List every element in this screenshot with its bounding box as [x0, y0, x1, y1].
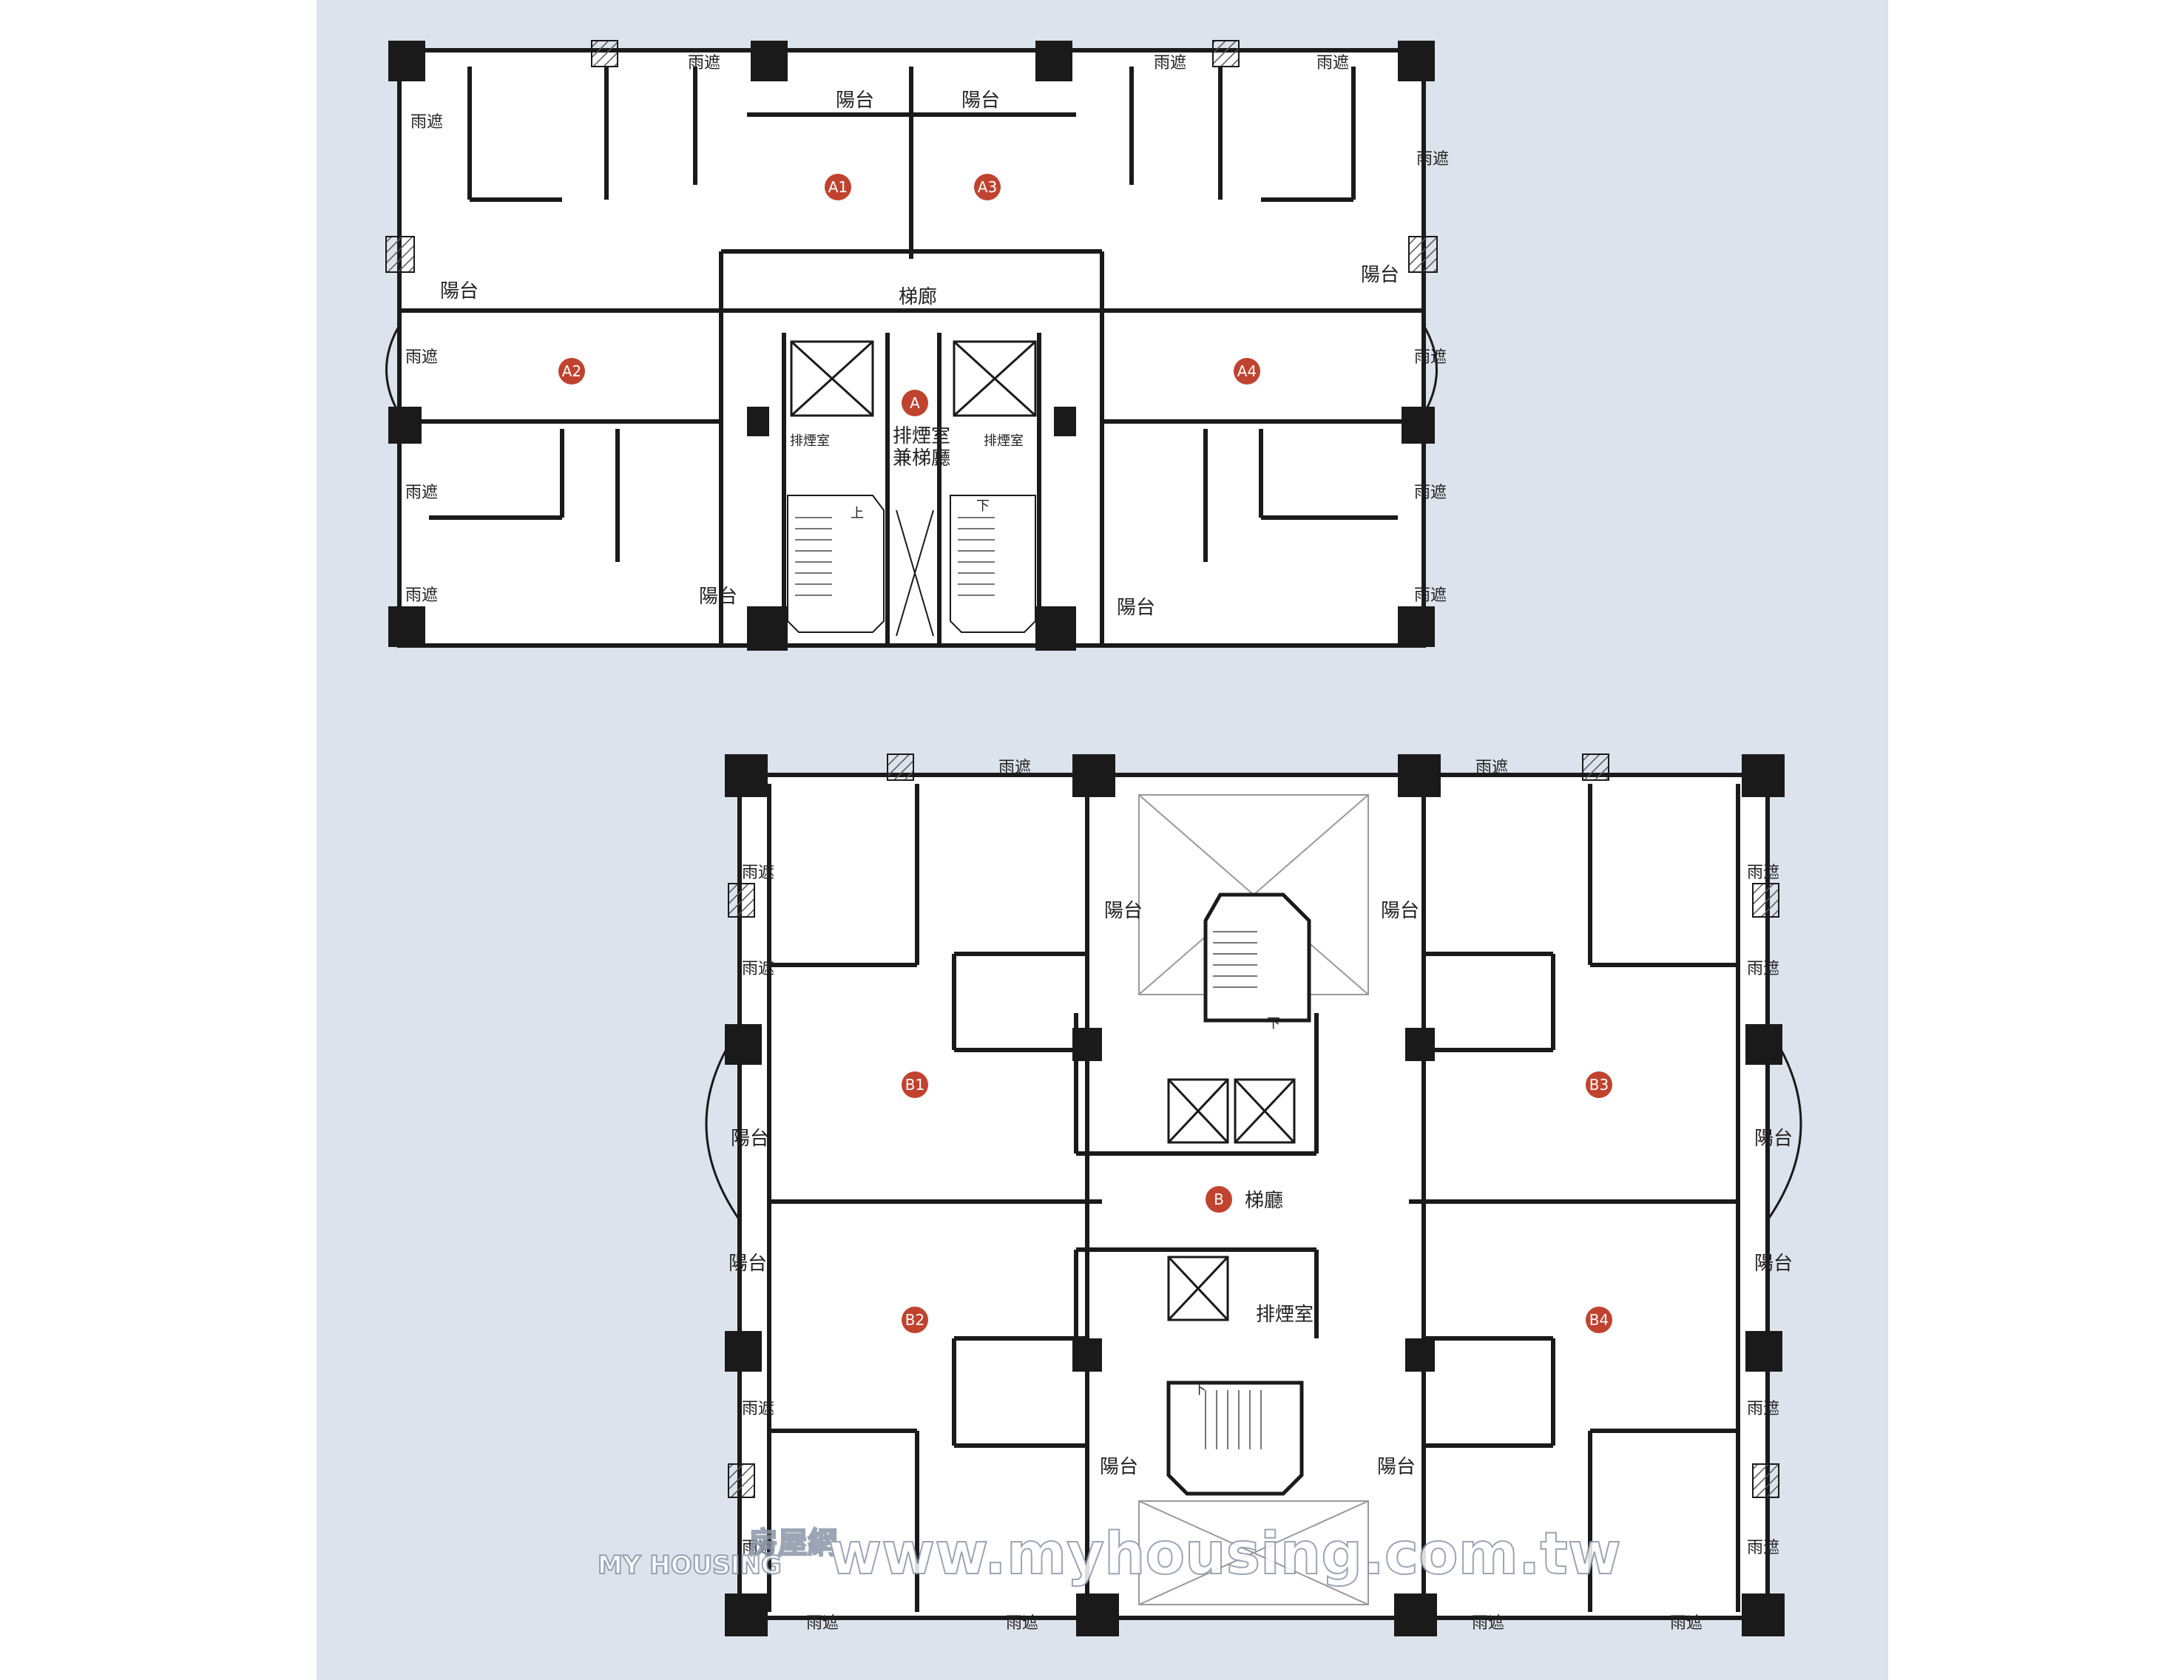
label-balcony: 陽台	[1377, 1456, 1416, 1478]
label-balcony: 陽台	[699, 586, 737, 608]
label-rain-shelter: 雨遮	[1006, 1614, 1038, 1633]
label-balcony: 陽台	[1117, 597, 1155, 619]
core-badge-a: A	[902, 390, 928, 416]
watermark-brand: MY HOUSING	[598, 1551, 782, 1580]
label-rain-shelter: 雨遮	[405, 586, 438, 605]
label-rain-shelter: 雨遮	[742, 1539, 774, 1557]
unit-badges: A1 A3 A2 A4 A B1	[558, 174, 1612, 1333]
svg-text:A: A	[910, 394, 920, 412]
label-rain-shelter: 雨遮	[1747, 960, 1779, 978]
label-rain-shelter: 雨遮	[998, 759, 1031, 777]
label-balcony: 陽台	[731, 1128, 769, 1150]
core-badge-b: B	[1206, 1186, 1232, 1213]
unit-badge-a3: A3	[974, 174, 1001, 200]
label-rain-shelter: 雨遮	[688, 54, 720, 72]
label-rain-shelter: 雨遮	[1316, 54, 1349, 72]
unit-badge-b2: B2	[902, 1307, 928, 1333]
label-lobby: 梯廳	[1245, 1190, 1283, 1212]
label-stair-down: 下	[1193, 1382, 1206, 1398]
watermark-url: www.myhousing.com.tw	[828, 1521, 1621, 1588]
svg-text:B: B	[1214, 1190, 1224, 1208]
label-balcony: 陽台	[1361, 264, 1399, 286]
svg-text:B2: B2	[905, 1311, 924, 1329]
label-stair-down: 下	[976, 498, 990, 514]
unit-badge-b4: B4	[1586, 1307, 1612, 1333]
svg-text:B4: B4	[1589, 1311, 1609, 1329]
labels-building-a: 雨遮 雨遮 雨遮 雨遮 雨遮 雨遮 雨遮 雨遮 雨遮 雨遮 雨遮 陽台 陽台 陽…	[405, 54, 1449, 619]
svg-text:A2: A2	[562, 362, 581, 380]
label-rain-shelter: 雨遮	[806, 1614, 839, 1633]
label-smoke-lobby: 兼梯廳	[893, 447, 950, 470]
label-balcony: 陽台	[440, 280, 479, 302]
label-balcony: 陽台	[1104, 900, 1143, 922]
svg-text:A3: A3	[978, 178, 997, 196]
label-smoke-lobby: 排煙室	[893, 425, 950, 447]
label-balcony: 陽台	[728, 1253, 767, 1275]
label-balcony: 陽台	[1754, 1128, 1793, 1150]
unit-badge-b1: B1	[902, 1071, 928, 1098]
svg-text:B3: B3	[1589, 1076, 1609, 1094]
watermark-site-name: 房屋網	[748, 1526, 837, 1560]
label-corridor: 梯廊	[899, 286, 937, 308]
label-balcony: 陽台	[1100, 1456, 1138, 1478]
label-rain-shelter: 雨遮	[1414, 348, 1447, 367]
label-stair-up: 上	[851, 506, 864, 521]
label-smoke-room: 排煙室	[790, 433, 830, 449]
label-rain-shelter: 雨遮	[1414, 484, 1447, 502]
label-rain-shelter: 雨遮	[742, 864, 774, 882]
label-smoke-room: 排煙室	[984, 433, 1024, 449]
watermark: 房屋網 MY HOUSING www.myhousing.com.tw	[597, 1520, 1622, 1588]
unit-badge-a1: A1	[825, 174, 851, 200]
label-rain-shelter: 雨遮	[405, 348, 438, 367]
label-rain-shelter: 雨遮	[410, 113, 443, 132]
unit-badge-a4: A4	[1234, 358, 1260, 385]
label-balcony: 陽台	[1381, 900, 1419, 922]
label-rain-shelter: 雨遮	[1475, 759, 1508, 777]
labels-building-b: 雨遮 雨遮 雨遮 雨遮 雨遮 雨遮 雨遮 雨遮 雨遮 雨遮 雨遮 雨遮 雨遮 雨…	[728, 759, 1793, 1633]
svg-text:A1: A1	[828, 178, 848, 196]
label-smoke-room: 排煙室	[1256, 1304, 1314, 1326]
label-rain-shelter: 雨遮	[1154, 54, 1186, 72]
label-rain-shelter: 雨遮	[742, 960, 774, 978]
label-balcony: 陽台	[961, 89, 1000, 112]
building-a-plan	[385, 40, 1438, 651]
label-balcony: 陽台	[836, 89, 874, 112]
building-b-plan	[705, 753, 1802, 1636]
unit-badge-a2: A2	[558, 358, 585, 385]
label-rain-shelter: 雨遮	[742, 1400, 774, 1418]
svg-text:B1: B1	[905, 1076, 924, 1094]
label-rain-shelter: 雨遮	[1747, 1539, 1779, 1557]
label-balcony: 陽台	[1754, 1253, 1793, 1275]
label-rain-shelter: 雨遮	[405, 484, 438, 502]
label-rain-shelter: 雨遮	[1747, 864, 1779, 882]
unit-badge-b3: B3	[1586, 1071, 1612, 1098]
label-stair-down: 下	[1267, 1016, 1280, 1032]
label-rain-shelter: 雨遮	[1472, 1614, 1504, 1633]
label-rain-shelter: 雨遮	[1416, 150, 1449, 169]
svg-text:A4: A4	[1237, 362, 1257, 380]
label-rain-shelter: 雨遮	[1670, 1614, 1703, 1633]
label-rain-shelter: 雨遮	[1414, 586, 1447, 605]
label-rain-shelter: 雨遮	[1747, 1400, 1779, 1418]
